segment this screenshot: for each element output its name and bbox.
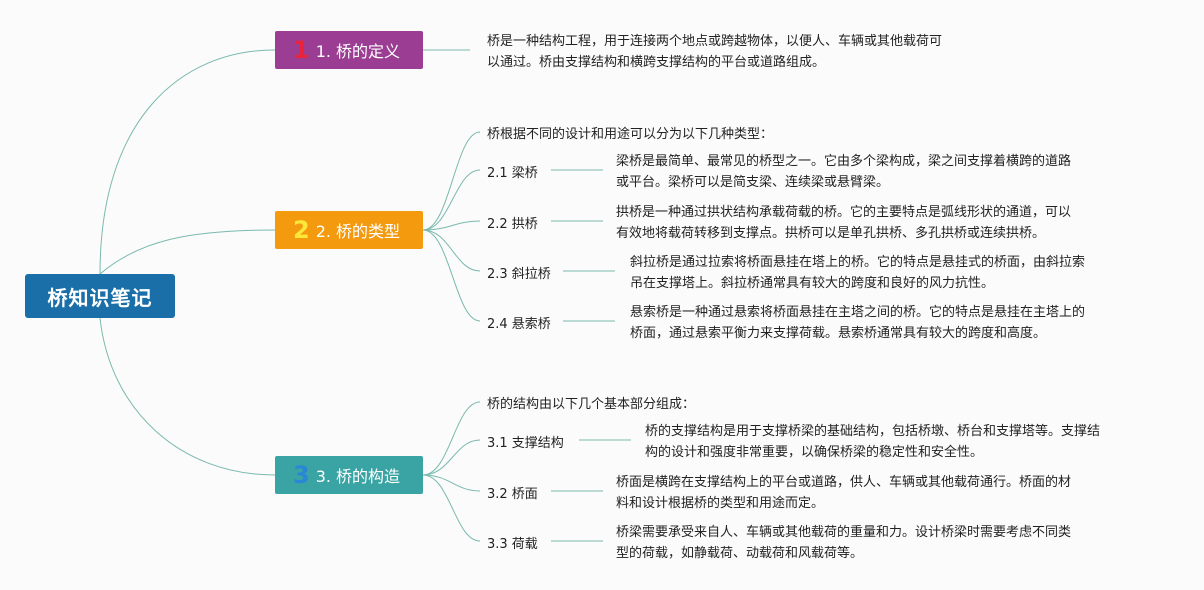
text-line: 桥面是横跨在支撑结构上的平台或道路，供人、车辆或其他载荷通行。桥面的材 (616, 475, 1072, 490)
text-line: 桥的支撑结构是用于支撑桥梁的基础结构，包括桥墩、桥台和支撑塔等。支撑结 (645, 424, 1101, 439)
sub-node-deck[interactable]: 3.2 桥面 (487, 487, 538, 502)
text-line: 型的荷载，如静载荷、动载荷和风载荷等。 (616, 546, 864, 561)
branch-label: 2. 桥的类型 (315, 222, 401, 241)
support-structure-text: 桥的支撑结构是用于支撑桥梁的基础结构，包括桥墩、桥台和支撑塔等。支撑结 构的设计… (645, 421, 1100, 463)
branch-label: 3. 桥的构造 (315, 467, 401, 486)
number-two-icon: 2 (293, 216, 310, 244)
beam-bridge-text: 梁桥是最简单、最常见的桥型之一。它由多个梁构成，梁之间支撑着横跨的道路 或平台。… (616, 151, 1071, 193)
types-intro: 桥根据不同的设计和用途可以分为以下几种类型： (487, 127, 774, 142)
text-line: 或平台。梁桥可以是简支梁、连续梁或悬臂梁。 (616, 175, 890, 190)
sub-node-support-structure[interactable]: 3.1 支撑结构 (487, 436, 564, 451)
text-line: 梁桥是最简单、最常见的桥型之一。它由多个梁构成，梁之间支撑着横跨的道路 (616, 154, 1072, 169)
number-three-icon: 3 (293, 461, 310, 489)
text-line: 桥面，通过悬索平衡力来支撑荷载。悬索桥通常具有较大的跨度和高度。 (630, 326, 1047, 341)
branch-structure[interactable]: 3 3. 桥的构造 (275, 456, 423, 494)
text-line: 料和设计根据桥的类型和用途而定。 (616, 496, 825, 511)
branch-types[interactable]: 2 2. 桥的类型 (275, 211, 423, 249)
text-line: 吊在支撑塔上。斜拉桥通常具有较大的跨度和良好的风力抗性。 (630, 276, 995, 291)
text-line: 拱桥是一种通过拱状结构承载荷载的桥。它的主要特点是弧线形状的通道，可以 (616, 205, 1072, 220)
text-line: 斜拉桥是通过拉索将桥面悬挂在塔上的桥。它的特点是悬挂式的桥面，由斜拉索 (630, 255, 1086, 270)
text-line: 构的设计和强度非常重要，以确保桥梁的稳定性和安全性。 (645, 445, 984, 460)
branch-definition[interactable]: 1 1. 桥的定义 (275, 31, 423, 69)
sub-node-cable-stayed-bridge[interactable]: 2.3 斜拉桥 (487, 267, 551, 282)
cable-stayed-bridge-text: 斜拉桥是通过拉索将桥面悬挂在塔上的桥。它的特点是悬挂式的桥面，由斜拉索 吊在支撑… (630, 252, 1085, 294)
sub-node-beam-bridge[interactable]: 2.1 梁桥 (487, 166, 538, 181)
sub-node-suspension-bridge[interactable]: 2.4 悬索桥 (487, 317, 551, 332)
deck-text: 桥面是横跨在支撑结构上的平台或道路，供人、车辆或其他载荷通行。桥面的材 料和设计… (616, 472, 1071, 514)
root-node[interactable]: 桥知识笔记 (25, 274, 175, 318)
definition-text: 桥是一种结构工程，用于连接两个地点或跨越物体，以便人、车辆或其他载荷可 以通过。… (487, 31, 942, 73)
sub-node-arch-bridge[interactable]: 2.2 拱桥 (487, 217, 538, 232)
branch-label: 1. 桥的定义 (315, 42, 401, 61)
text-line: 桥梁需要承受来自人、车辆或其他载荷的重量和力。设计桥梁时需要考虑不同类 (616, 525, 1072, 540)
structure-intro: 桥的结构由以下几个基本部分组成： (487, 397, 696, 412)
arch-bridge-text: 拱桥是一种通过拱状结构承载荷载的桥。它的主要特点是弧线形状的通道，可以 有效地将… (616, 202, 1071, 244)
load-text: 桥梁需要承受来自人、车辆或其他载荷的重量和力。设计桥梁时需要考虑不同类 型的荷载… (616, 522, 1071, 564)
text-line: 桥是一种结构工程，用于连接两个地点或跨越物体，以便人、车辆或其他载荷可 (487, 34, 943, 49)
text-line: 以通过。桥由支撑结构和横跨支撑结构的平台或道路组成。 (487, 55, 826, 70)
root-title: 桥知识笔记 (47, 285, 153, 310)
text-line: 有效地将载荷转移到支撑点。拱桥可以是单孔拱桥、多孔拱桥或连续拱桥。 (616, 226, 1046, 241)
sub-node-load[interactable]: 3.3 荷载 (487, 537, 538, 552)
number-one-icon: 1 (293, 36, 310, 64)
text-line: 悬索桥是一种通过悬索将桥面悬挂在主塔之间的桥。它的特点是悬挂在主塔上的 (630, 305, 1086, 320)
suspension-bridge-text: 悬索桥是一种通过悬索将桥面悬挂在主塔之间的桥。它的特点是悬挂在主塔上的 桥面，通… (630, 302, 1085, 344)
